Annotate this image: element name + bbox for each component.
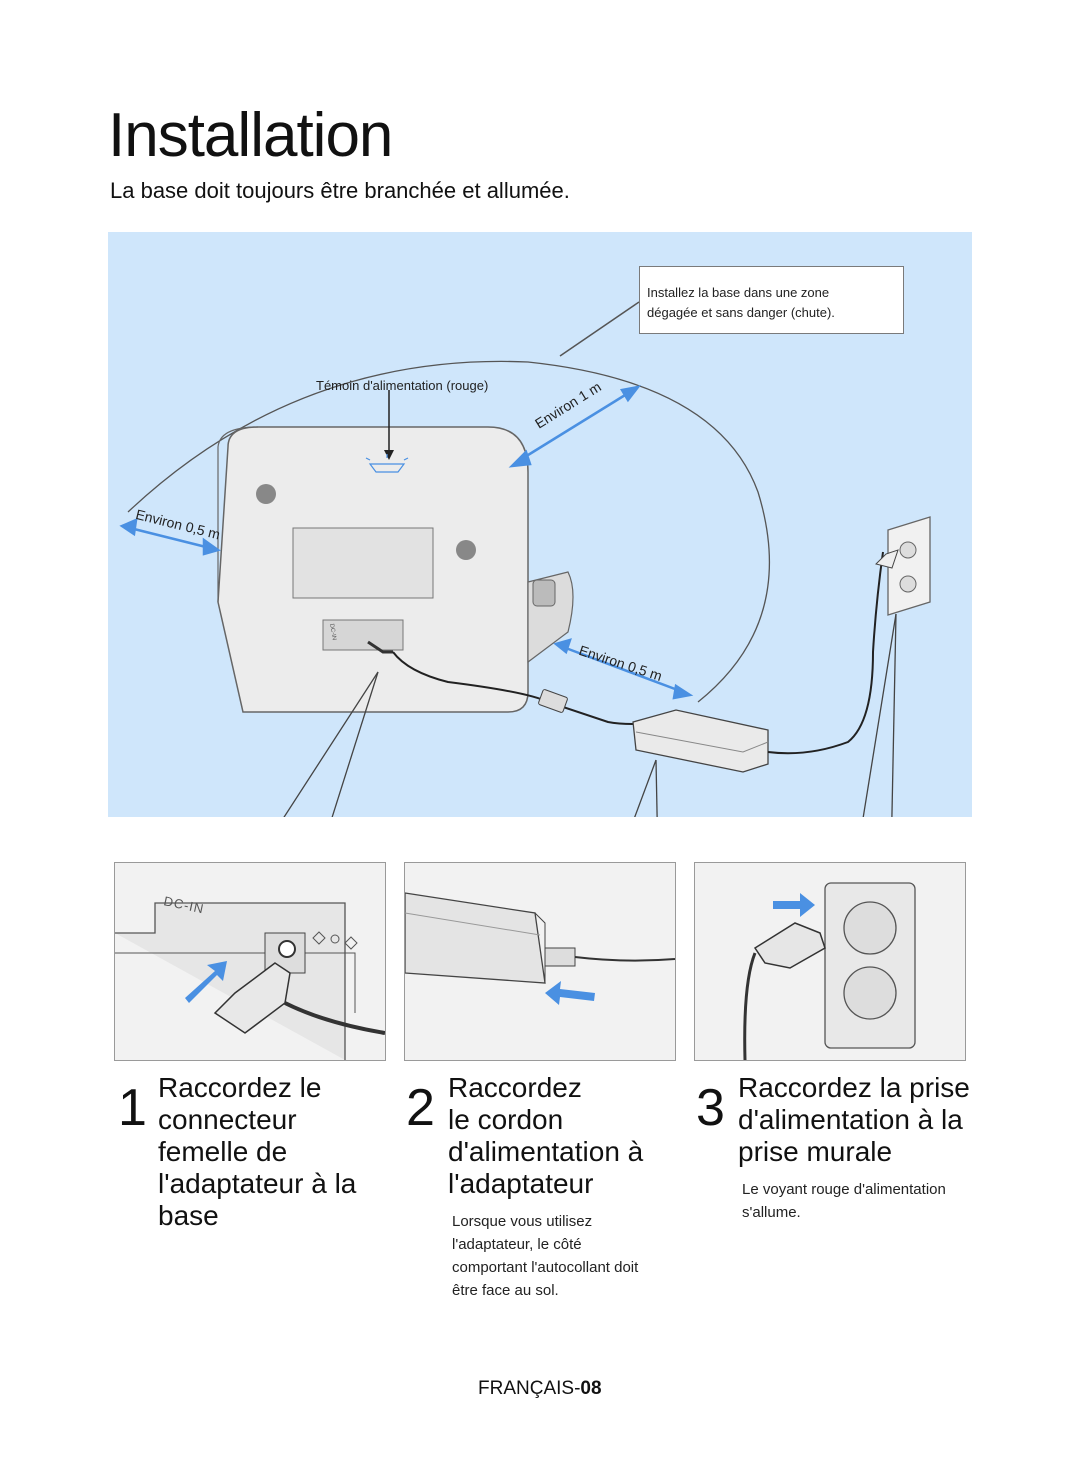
- detail-panel-adapter: [404, 862, 676, 1061]
- insert-arrow-icon: [185, 961, 227, 1003]
- step-3-title: Raccordez la prise d'alimentation à la p…: [738, 1072, 970, 1167]
- adapter-detail-illustration: [405, 863, 675, 1060]
- indicator-light-icon: [365, 454, 409, 473]
- step-1-title: Raccordez le connecteur femelle de l'ada…: [158, 1072, 357, 1231]
- wall-plug: [875, 549, 899, 569]
- distance-arrow-top: [508, 385, 641, 468]
- clearance-arc: [127, 360, 770, 703]
- step-2-number: 2: [406, 1079, 435, 1137]
- ac-cord: [767, 551, 884, 755]
- distance-arrow-left: [119, 517, 221, 556]
- dc-in-small-label: DC-IN: [328, 623, 337, 640]
- screw-hole-right: [456, 540, 476, 560]
- power-adapter: [632, 709, 769, 773]
- step-1-number: 1: [118, 1079, 147, 1137]
- insert-arrow-icon: [773, 893, 815, 917]
- page-footer: FRANÇAIS-08: [478, 1378, 602, 1400]
- wall-outlet-detail-illustration: [695, 863, 965, 1060]
- detail-panel-wall-outlet: [694, 862, 966, 1061]
- base-station-illustration: DC-IN: [119, 301, 931, 817]
- step-2-title: Raccordez le cordon d'alimentation à l'a…: [448, 1072, 644, 1199]
- page-subtitle: La base doit toujours être branchée et a…: [110, 178, 570, 203]
- screw-hole-left: [256, 484, 276, 504]
- ferrite-core: [538, 689, 568, 713]
- dc-polarity-icon: [312, 931, 358, 950]
- footer-language: FRANÇAIS-: [478, 1378, 581, 1399]
- dc-in-detail-illustration: DC-IN: [115, 863, 385, 1060]
- page-title: Installation: [108, 101, 393, 170]
- wall-plug: [753, 922, 826, 969]
- step-3-number: 3: [696, 1079, 725, 1137]
- callout-pointer: [559, 301, 640, 357]
- detail-panel-dc-in: DC-IN: [114, 862, 386, 1061]
- step-2-note: Lorsque vous utilisez l'adaptateur, le c…: [452, 1213, 639, 1299]
- base-label-plate: [292, 527, 434, 599]
- wall-socket: [887, 516, 931, 616]
- dc-plug: [213, 962, 291, 1034]
- ac-connector: [544, 947, 576, 967]
- placement-callout-text: Installez la base dans une zone dégagée …: [647, 285, 835, 320]
- zoom-leader-lines: [283, 613, 897, 817]
- insert-arrow-icon: [545, 981, 595, 1005]
- footer-page-number: 08: [580, 1378, 602, 1399]
- distance-arrow-right: [553, 638, 694, 700]
- indicator-label: Témoin d'alimentation (rouge): [316, 378, 489, 393]
- placement-callout: Installez la base dans une zone dégagée …: [639, 266, 904, 334]
- step-3-note: Le voyant rouge d'alimentation s'allume.: [742, 1181, 946, 1221]
- dc-in-area: [322, 619, 404, 651]
